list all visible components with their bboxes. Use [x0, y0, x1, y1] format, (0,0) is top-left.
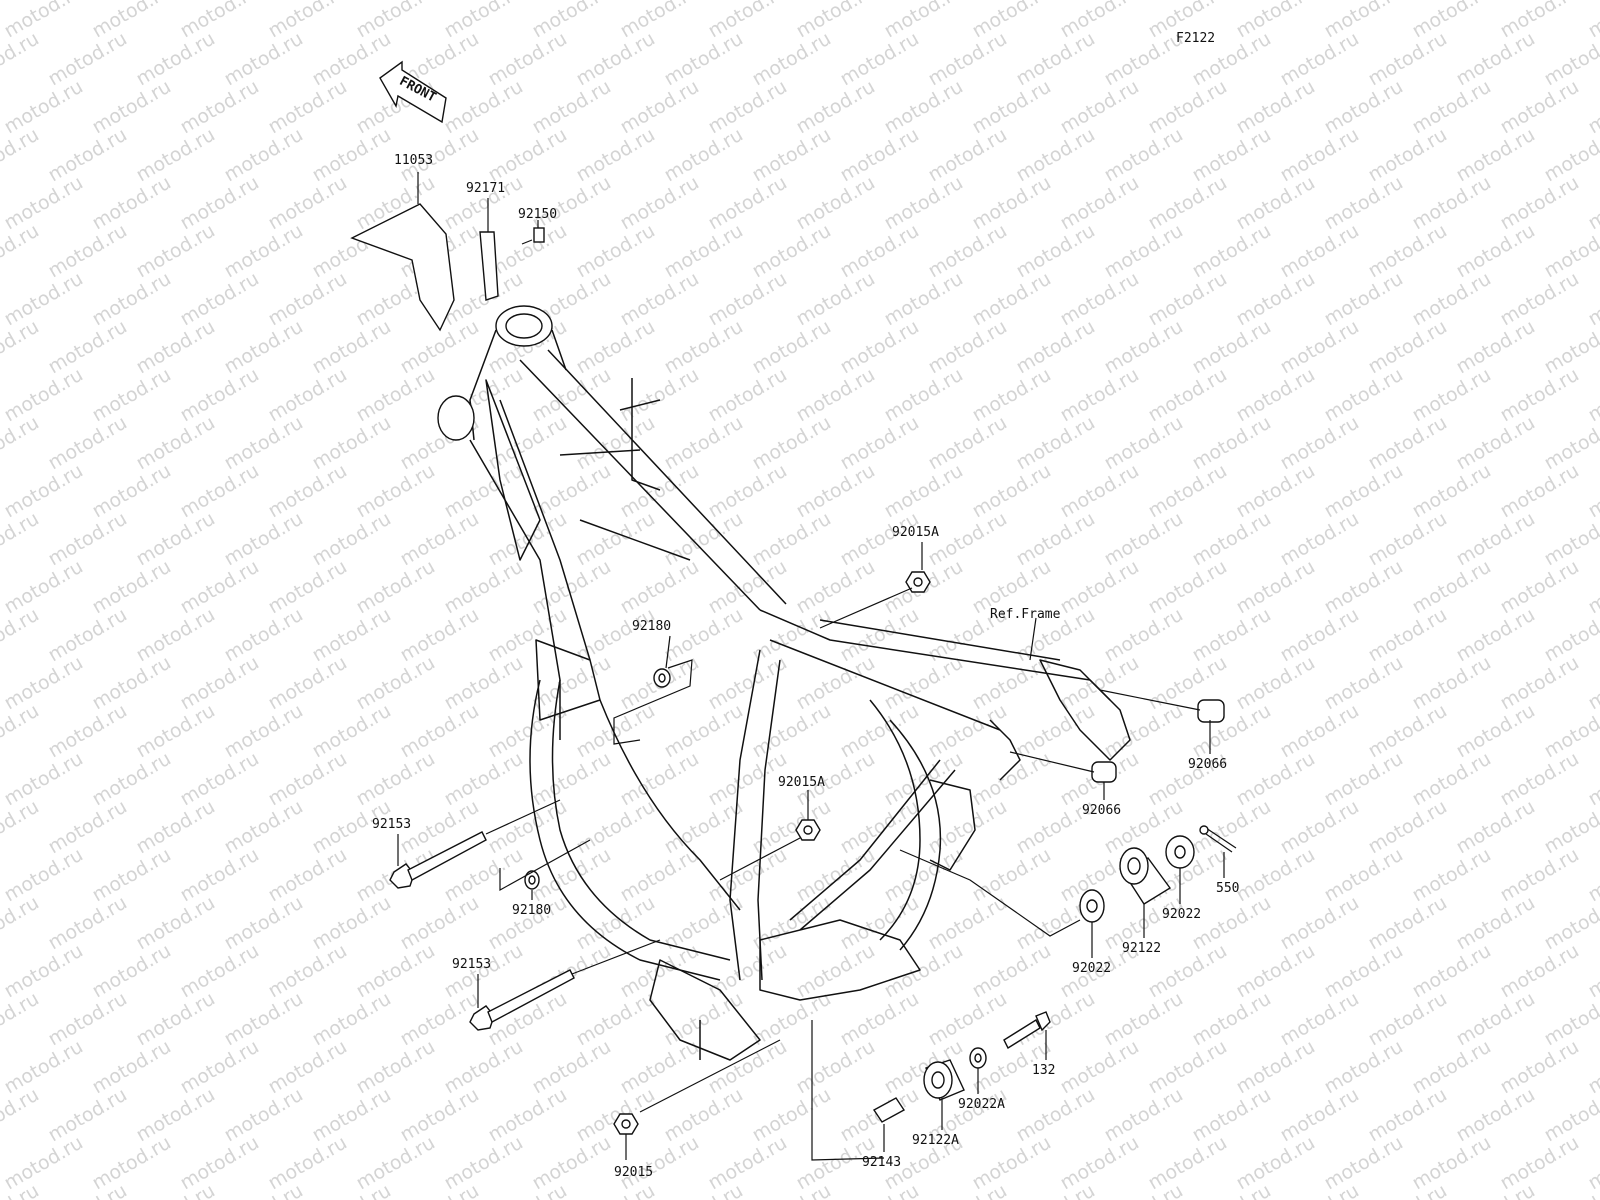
part-labels: 11053 92171 92150 92015A 92180 Ref.Frame…	[372, 153, 1239, 1180]
front-arrow-icon: FRONT	[379, 60, 447, 124]
label-92171: 92171	[466, 181, 505, 196]
ref-frame-label: Ref.Frame	[990, 607, 1061, 622]
part-92153-bot	[469, 969, 575, 1031]
part-92153-top	[389, 831, 487, 889]
part-92122A	[923, 1059, 965, 1101]
figure-code: F2122	[1176, 31, 1215, 46]
label-92015: 92015	[614, 1165, 653, 1180]
label-92122: 92122	[1122, 941, 1161, 956]
label-92153-top: 92153	[372, 817, 411, 832]
part-92066-b	[1091, 761, 1117, 783]
part-92015A-top	[905, 571, 931, 593]
motorcycle-frame	[350, 203, 1131, 1061]
label-92180-top: 92180	[632, 619, 671, 634]
part-92171	[479, 231, 499, 301]
label-11053: 11053	[394, 153, 433, 168]
part-92066-a	[1197, 699, 1225, 723]
label-92022-right: 92022	[1162, 907, 1201, 922]
part-92180-top	[653, 668, 671, 688]
label-92015A-top: 92015A	[892, 525, 939, 540]
label-92022-left: 92022	[1072, 961, 1111, 976]
label-550: 550	[1216, 881, 1239, 896]
label-92022A: 92022A	[958, 1097, 1005, 1112]
part-550	[1199, 825, 1237, 853]
label-92180-bot: 92180	[512, 903, 551, 918]
label-92122A: 92122A	[912, 1133, 959, 1148]
part-92180-bot	[524, 870, 540, 890]
label-92153-bot: 92153	[452, 957, 491, 972]
label-92015A-mid: 92015A	[778, 775, 825, 790]
leader-lines	[397, 172, 1225, 1161]
part-92015A-mid	[795, 819, 821, 841]
label-92150: 92150	[518, 207, 557, 222]
part-92143	[872, 1097, 906, 1123]
part-92022-right	[1165, 835, 1195, 869]
label-132: 132	[1032, 1063, 1055, 1078]
part-92015	[613, 1113, 639, 1135]
part-92122	[1119, 847, 1172, 905]
part-92150	[521, 227, 545, 245]
part-92022A	[969, 1047, 987, 1069]
part-132	[1003, 1011, 1051, 1050]
part-92022-left	[1079, 889, 1105, 923]
label-92066-b: 92066	[1082, 803, 1121, 818]
label-92143: 92143	[862, 1155, 901, 1170]
label-92066-a: 92066	[1188, 757, 1227, 772]
